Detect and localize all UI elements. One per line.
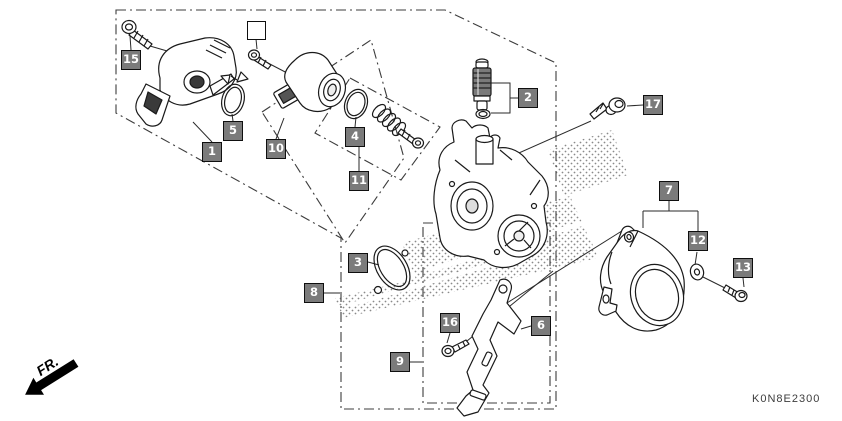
callout-8[interactable]: 8 <box>304 283 324 303</box>
part-bolt-13 <box>722 284 748 303</box>
part-sensor-1 <box>135 37 238 127</box>
part-seal-5 <box>220 71 249 117</box>
part-oring-4 <box>343 88 369 120</box>
callout-16[interactable]: 16 <box>440 313 460 333</box>
boundary-box-11 <box>314 77 441 181</box>
diagram-code: K0N8E2300 <box>752 393 821 405</box>
boundary-box-8 <box>115 9 557 410</box>
callout-4[interactable]: 4 <box>345 127 365 147</box>
callout-7[interactable]: 7 <box>659 181 679 201</box>
part-screw-16 <box>441 339 470 358</box>
part-throttle-body <box>433 119 549 269</box>
callout-5[interactable]: 5 <box>223 121 243 141</box>
callout-11[interactable]: 11 <box>349 171 369 191</box>
part-screw-15 <box>121 19 153 50</box>
boundary-box-joint <box>261 39 405 244</box>
callout-1[interactable]: 1 <box>202 142 222 162</box>
part-joint-10 <box>273 51 347 113</box>
part-gasket-3 <box>373 245 411 295</box>
fr-direction-arrow <box>25 359 79 395</box>
callout-3[interactable]: 3 <box>348 253 368 273</box>
part-cover-7 <box>598 225 685 332</box>
callout-10[interactable]: 10 <box>266 139 286 159</box>
callout-17[interactable]: 17 <box>643 95 663 115</box>
part-spring-screw-11 <box>371 103 425 149</box>
callout-13[interactable]: 13 <box>733 258 753 278</box>
callout-15[interactable]: 15 <box>121 50 141 70</box>
callout-9[interactable]: 9 <box>390 352 410 372</box>
callout-2[interactable]: 2 <box>518 88 538 108</box>
part-bracket-6 <box>456 278 522 417</box>
callout-blank[interactable] <box>247 21 266 40</box>
part-washer-12 <box>689 263 705 281</box>
part-injector-2 <box>472 58 492 120</box>
callout-6[interactable]: 6 <box>531 316 551 336</box>
part-screw-blank <box>247 49 272 70</box>
part-bolt-17 <box>589 97 626 120</box>
callout-12[interactable]: 12 <box>688 231 708 251</box>
